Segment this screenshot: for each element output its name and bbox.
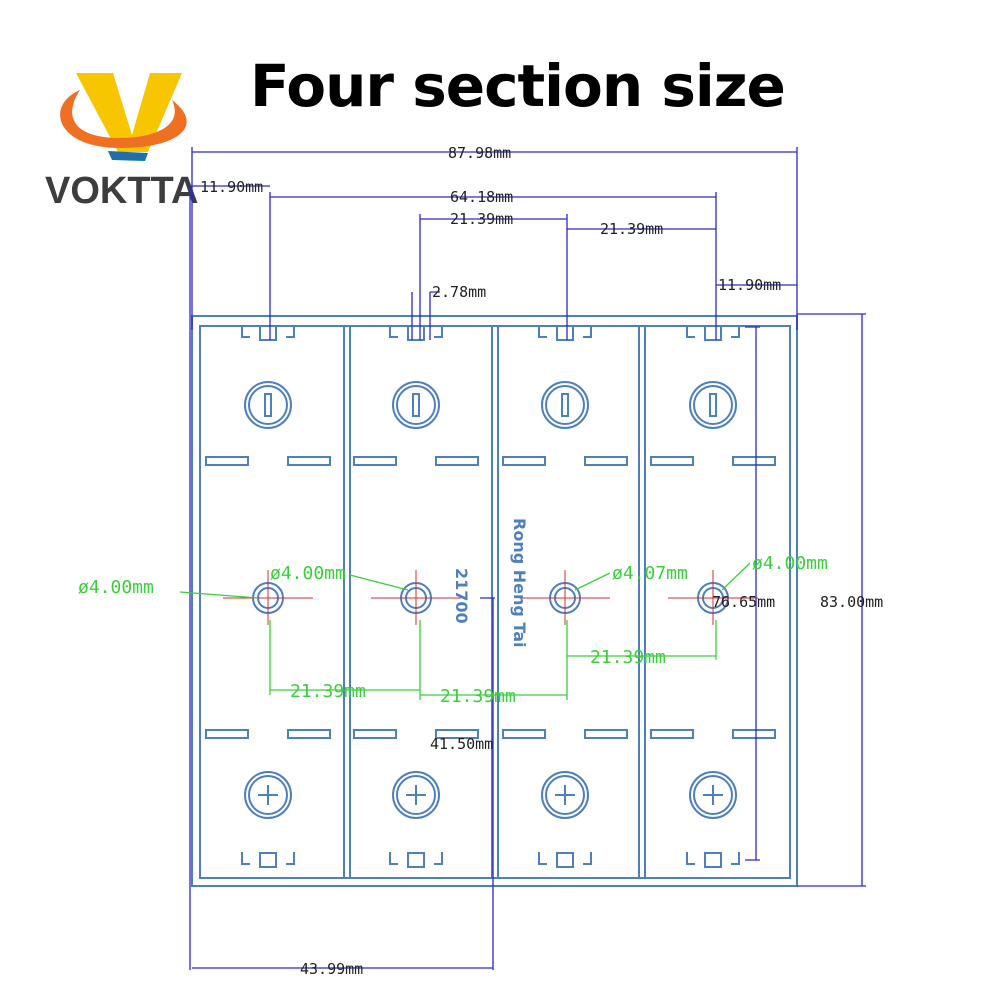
dim-slot-width: 2.78mm — [432, 283, 486, 301]
dim-half-width: 43.99mm — [300, 960, 363, 978]
dim-pitch-mid-2: 21.39mm — [440, 686, 516, 707]
dim-left-offset: 11.90mm — [200, 178, 263, 196]
dim-span: 64.18mm — [450, 188, 513, 206]
dim-half-height: 41.50mm — [430, 735, 493, 753]
battery-holder-outline — [191, 315, 798, 887]
dim-overall-height: 83.00mm — [820, 593, 883, 611]
dim-pitch-top-2: 21.39mm — [600, 220, 663, 238]
mold-text: Rong Heng Tai — [510, 518, 529, 648]
page-title: Four section size — [250, 52, 786, 120]
logo-text: VOKTTA — [45, 170, 198, 212]
voktta-logo: VOKTTA — [45, 73, 198, 212]
hole-dimension-lines — [179, 562, 751, 700]
cell-size-text: 21700 — [452, 568, 471, 624]
dim-hole-4: ø4.00mm — [752, 553, 828, 574]
dim-pitch-mid-1: 21.39mm — [290, 681, 366, 702]
dim-overall-width: 87.98mm — [448, 144, 511, 162]
dim-hole-1: ø4.00mm — [78, 577, 154, 598]
dim-hole-3: ø4.07mm — [612, 563, 688, 584]
dim-pitch-top-1: 21.39mm — [450, 210, 513, 228]
dimension-lines — [189, 147, 866, 970]
dim-inner-height: 76.65mm — [712, 593, 775, 611]
dim-right-offset: 11.90mm — [718, 276, 781, 294]
dim-pitch-mid-3: 21.39mm — [590, 647, 666, 668]
dim-hole-2: ø4.00mm — [270, 563, 346, 584]
